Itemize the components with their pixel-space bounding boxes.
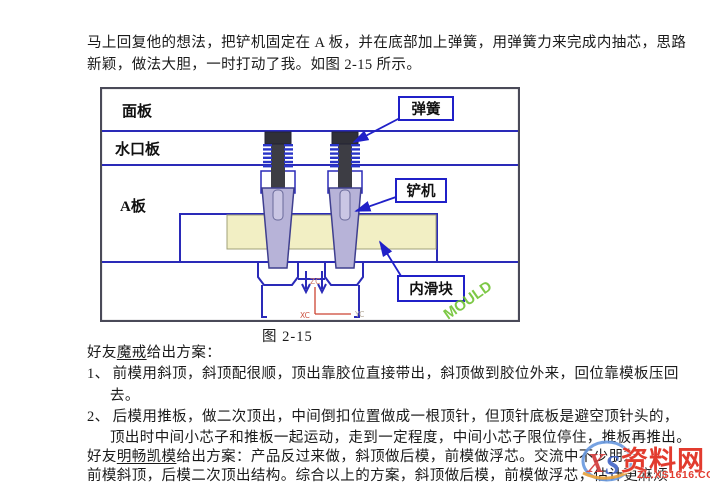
item1-line1: 1、前模用斜顶，斜顶配很顺，顶出靠胶位直接带出，斜顶做到胶位外来，回位靠模板压回: [87, 365, 679, 384]
site-watermark-url: ZL.XS1616.COM: [637, 469, 710, 481]
cad-axes: ZC XC YC: [300, 277, 364, 320]
axis-y-label: YC: [354, 310, 364, 319]
intro-line-2: 新颖，做法大胆，一时打动了我。如图 2-15 所示。: [87, 57, 422, 73]
inner-slide-callout: 内滑块: [379, 240, 465, 302]
a-plate-label: A板: [120, 197, 147, 215]
spring-callout: 弹簧: [352, 96, 454, 143]
svg-text:S: S: [605, 450, 620, 480]
runner-plate-label: 水口板: [115, 140, 161, 158]
bolt-head: [331, 131, 359, 145]
site-logo-icon: X S: [581, 440, 634, 482]
bolt-tip: [272, 189, 284, 221]
closing-line: 前模斜顶，后模二次顶出结构。综合以上的方案，斜顶做后模，前模做浮芯，估计更麻烦: [87, 468, 669, 484]
friend1-suffix: 给出方案：: [146, 345, 222, 361]
item2-line2: 顶出时中间小芯子和推板一起运动，走到一定程度，中间小芯子限位停住，推板再推出。: [110, 430, 692, 446]
axis-x-label: XC: [300, 311, 310, 320]
shovel-callout: 铲机: [354, 178, 447, 212]
inner-slide-callout-box: [397, 275, 465, 302]
item2-number: 2、: [87, 409, 110, 425]
shovel-wedge: [261, 187, 295, 269]
product-outline: [257, 263, 364, 318]
svg-text:X: X: [586, 448, 606, 478]
friend1-prefix: 好友: [87, 345, 117, 361]
friend2-prefix: 好友: [87, 449, 117, 465]
friend1-line: 好友魔戒给出方案：: [87, 344, 221, 363]
friend2-suffix: 给出方案：产品反过来做，斜顶做后模，前模做浮芯。交流中不少朋友: [176, 449, 639, 465]
insert-pocket-outline: [179, 213, 438, 262]
item2-line1: 2、后模用推板，做二次顶出，中间倒扣位置做成一根顶针，但顶针底板是避空顶针头的，: [87, 408, 679, 427]
shovel-wedge: [328, 187, 362, 269]
bolt-head: [264, 131, 292, 145]
bolt-tip: [339, 189, 351, 221]
intro-line-1: 马上回复他的想法，把铲机固定在 A 板，并在底部加上弹簧，用弹簧力来完成内抽芯，…: [87, 35, 687, 51]
friend2-line: 好友明畅凯模给出方案：产品反过来做，斜顶做后模，前模做浮芯。交流中不少朋友: [87, 448, 638, 467]
item1-line2: 去。: [110, 388, 140, 404]
inner-slide-arrow: [379, 240, 402, 277]
friend2-name: 明畅凯模: [116, 449, 177, 465]
spring-bolt-assembly-left: [261, 131, 295, 269]
spring-bolt-assembly-right: [328, 131, 362, 269]
item1-text: 前模用斜顶，斜顶配很顺，顶出靠胶位直接带出，斜顶做到胶位外来，回位靠模板压回: [112, 366, 679, 382]
axis-z-label: ZC: [310, 277, 320, 286]
mold-diagram: 面板 水口板 A板: [100, 87, 520, 322]
site-watermark-name: 资料网: [621, 446, 705, 476]
spring-callout-box: [398, 96, 454, 121]
item2-text: 后模用推板，做二次顶出，中间倒扣位置做成一根顶针，但顶针底板是避空顶针头的，: [112, 409, 679, 425]
shovel-callout-box: [395, 178, 447, 203]
figure-caption: 图 2-15: [262, 329, 313, 345]
spring-arrow: [352, 117, 401, 143]
shovel-callout-label: 铲机: [407, 182, 436, 200]
inner-slide-callout-label: 内滑块: [409, 280, 453, 298]
shovel-arrow: [354, 196, 397, 212]
friend1-name: 魔戒: [116, 345, 147, 361]
spring-callout-label: 弹簧: [412, 100, 441, 118]
item1-number: 1、: [87, 366, 110, 382]
face-plate-label: 面板: [122, 102, 153, 120]
